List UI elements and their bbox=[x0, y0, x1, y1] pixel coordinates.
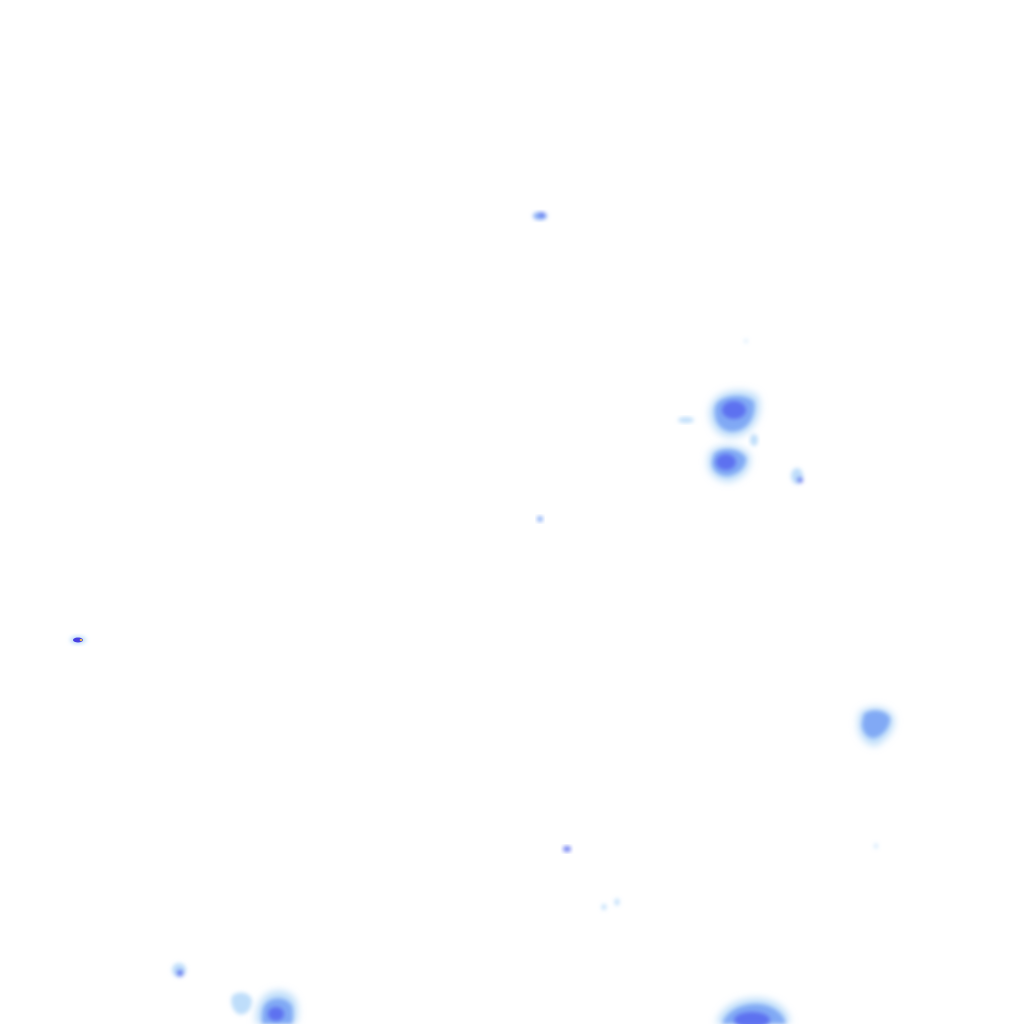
echo-north-small bbox=[533, 212, 547, 220]
echo-southwest-small bbox=[172, 963, 186, 977]
echo-cluster-lower bbox=[708, 445, 751, 482]
echo-east-fragment bbox=[744, 339, 803, 484]
echo-south-edge-cell bbox=[716, 998, 790, 1024]
echo-center-speck bbox=[537, 516, 543, 522]
echo-cluster-upper bbox=[678, 390, 761, 446]
echo-south-fragments bbox=[601, 843, 878, 910]
echo-southwest-light bbox=[231, 992, 252, 1015]
echo-east-cell bbox=[858, 707, 895, 746]
echo-west-cell bbox=[70, 636, 86, 644]
echo-south-speck bbox=[563, 846, 571, 852]
echo-southwest-cell bbox=[256, 990, 298, 1024]
